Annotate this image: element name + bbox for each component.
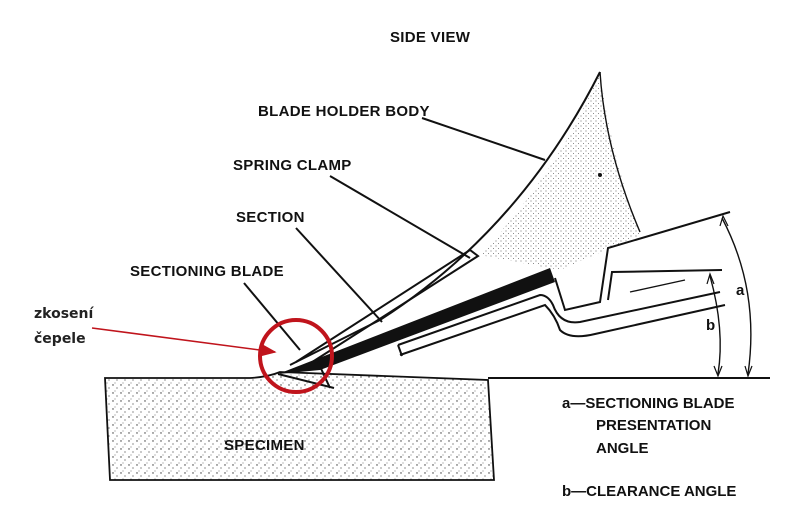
annotation-line-1: zkosení	[34, 306, 94, 322]
leader-lines	[243, 117, 602, 351]
label-specimen: SPECIMEN	[224, 437, 305, 454]
legend-a-line-2: PRESENTATION	[596, 417, 711, 434]
label-dimension-a: a	[736, 282, 745, 299]
legend-b-line-1: b—CLEARANCE ANGLE	[562, 483, 736, 500]
diagram-title: SIDE VIEW	[390, 29, 471, 46]
blade-holder-body	[379, 71, 731, 321]
legend-a-line-3: ANGLE	[596, 440, 649, 457]
sectioning-blade	[277, 268, 555, 389]
section-strip	[289, 319, 381, 366]
label-section: SECTION	[236, 209, 305, 226]
label-blade-holder-body: BLADE HOLDER BODY	[258, 103, 430, 120]
spring-clamp	[295, 248, 726, 367]
legend-a-line-1: a—SECTIONING BLADE	[562, 395, 735, 412]
specimen-block	[104, 371, 770, 481]
bevel-highlight	[91, 318, 334, 394]
annotation-line-2: čepele	[34, 331, 86, 347]
label-sectioning-blade: SECTIONING BLADE	[130, 263, 284, 280]
label-spring-clamp: SPRING CLAMP	[233, 157, 352, 174]
label-dimension-b: b	[706, 317, 715, 334]
dimension-lines	[706, 214, 753, 378]
